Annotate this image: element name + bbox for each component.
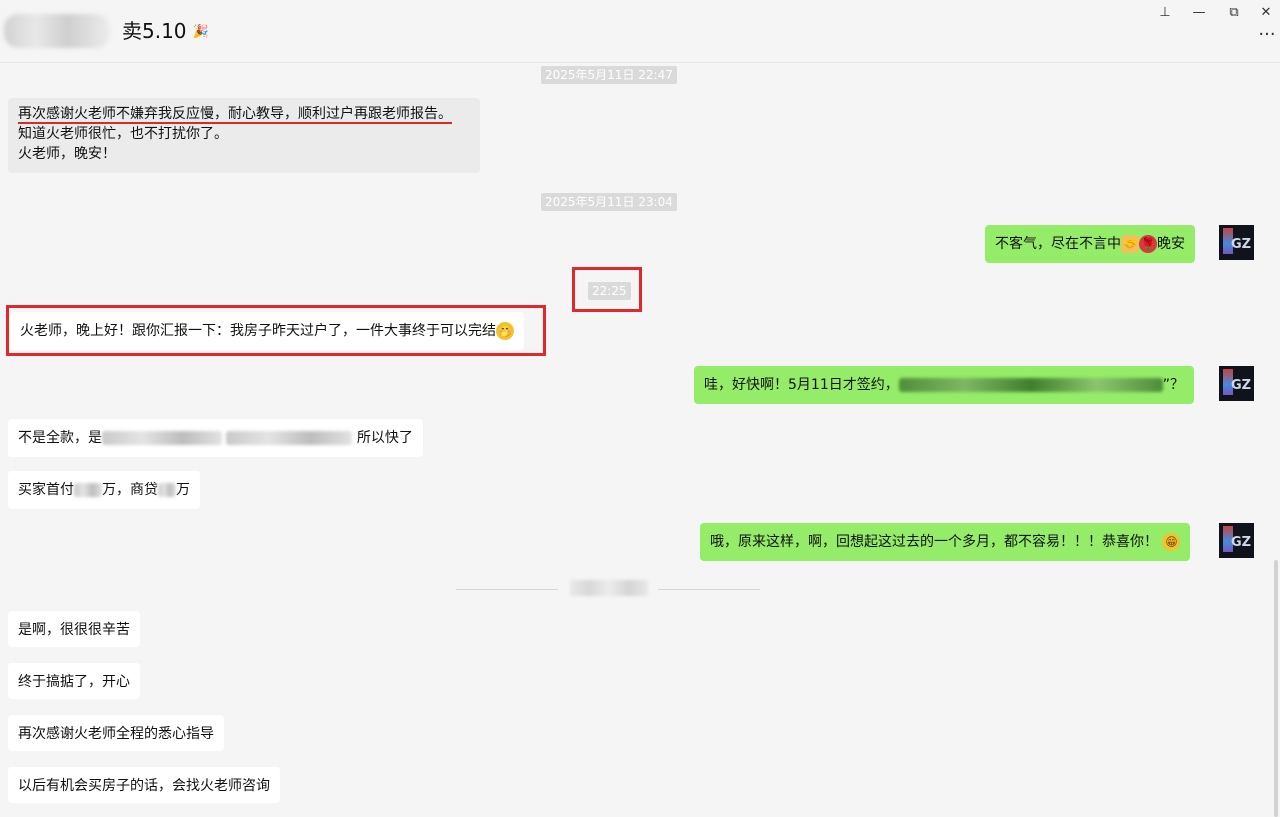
chat-title[interactable]: 卖5.10 🎉: [122, 18, 209, 46]
avatar-art: [1223, 526, 1233, 552]
my-avatar[interactable]: GZ: [1219, 225, 1254, 260]
avatar-art: [1223, 369, 1233, 395]
message-text-tail: 所以快了: [356, 430, 413, 446]
close-button[interactable]: ✕: [1260, 5, 1272, 20]
message-text: 哦，原来这样，啊，回想起这过去的一个多月，都不容易！！！恭喜你！: [710, 534, 1158, 550]
pin-icon[interactable]: ⊥: [1159, 5, 1171, 20]
message-text-tail: 晚安: [1157, 236, 1185, 252]
my-avatar[interactable]: GZ: [1219, 366, 1254, 401]
message-text: 哇，好快啊！5月11日才签约，: [704, 377, 899, 393]
tease-face-icon: 🤭: [496, 322, 514, 340]
message-text: 火老师，晚上好！跟你汇报一下：我房子昨天过户了，一件大事终于可以完结: [20, 323, 496, 339]
my-avatar[interactable]: GZ: [1219, 523, 1254, 558]
redacted-text: [102, 431, 222, 445]
incoming-message[interactable]: 终于搞掂了，开心: [8, 663, 140, 699]
message-text: 终于搞掂了，开心: [18, 674, 130, 690]
message-text: 不是全款，是: [18, 430, 102, 446]
minimize-button[interactable]: —: [1192, 5, 1206, 20]
message-text: 不客气，尽在不言中: [995, 236, 1121, 252]
highlight-box: [6, 305, 546, 356]
outgoing-message[interactable]: 不客气，尽在不言中🤝🌹晚安: [985, 225, 1195, 263]
incoming-message[interactable]: 再次感谢火老师不嫌弃我反应慢，耐心教导，顺利过户再跟老师报告。 知道火老师很忙，…: [8, 98, 480, 173]
message-text: 以后有机会买房子的话，会找火老师咨询: [18, 778, 270, 794]
incoming-message[interactable]: 不是全款，是 所以快了: [8, 419, 423, 457]
avatar-monogram: GZ: [1231, 535, 1252, 550]
redacted-text: [158, 483, 176, 497]
message-text: 万: [176, 482, 190, 498]
avatar-monogram: GZ: [1231, 378, 1252, 393]
scrollbar[interactable]: [1274, 560, 1278, 817]
divider-line: [456, 589, 558, 590]
avatar-monogram: GZ: [1231, 237, 1252, 252]
title-bar: 卖5.10 🎉 ⊥ — ⧉ ✕ ···: [0, 0, 1280, 63]
message-text: 买家首付: [18, 482, 74, 498]
restore-button[interactable]: ⧉: [1229, 5, 1239, 20]
timestamp: 2025年5月11日 23:04: [541, 193, 677, 211]
incoming-message[interactable]: 买家首付 万，商贷 万: [8, 471, 200, 509]
redacted-text: [74, 483, 102, 497]
message-line: 再次感谢火老师不嫌弃我反应慢，耐心教导，顺利过户再跟老师报告。: [18, 104, 470, 124]
highlight-box: [572, 267, 642, 312]
incoming-message[interactable]: 再次感谢火老师全程的悉心指导: [8, 715, 224, 751]
chat-title-text: 卖5.10: [122, 19, 187, 43]
message-text: 再次感谢火老师全程的悉心指导: [18, 726, 214, 742]
grin-icon: 😁: [1162, 533, 1181, 551]
divider-line: [658, 589, 760, 590]
message-text: 万，商贷: [102, 482, 158, 498]
message-line: 知道火老师很忙，也不打扰你了。: [18, 126, 228, 142]
underlined-text: 再次感谢火老师不嫌弃我反应慢，耐心教导，顺利过户再跟老师报告。: [18, 106, 452, 124]
timestamp: 22:25: [588, 282, 631, 300]
outgoing-message[interactable]: 哇，好快啊！5月11日才签约， ”？: [694, 366, 1194, 404]
contact-avatar-blurred[interactable]: [4, 14, 110, 48]
party-popper-icon: 🎉: [192, 24, 210, 40]
incoming-message[interactable]: 以后有机会买房子的话，会找火老师咨询: [8, 767, 280, 803]
message-text: 是啊，很很很辛苦: [18, 622, 130, 638]
avatar-art: [1223, 228, 1233, 254]
incoming-message[interactable]: 火老师，晚上好！跟你汇报一下：我房子昨天过户了，一件大事终于可以完结🤭: [10, 312, 524, 350]
redacted-text: [226, 431, 353, 445]
redacted-divider-text: [570, 580, 648, 596]
rose-icon: 🌹: [1139, 235, 1157, 253]
message-line: 火老师，晚安！: [18, 146, 116, 162]
timestamp: 2025年5月11日 22:47: [541, 66, 677, 84]
incoming-message[interactable]: 是啊，很很很辛苦: [8, 611, 140, 647]
message-text-tail: ”？: [1162, 377, 1184, 393]
more-options-icon[interactable]: ···: [1258, 24, 1276, 45]
outgoing-message[interactable]: 哦，原来这样，啊，回想起这过去的一个多月，都不容易！！！恭喜你！ 😁: [700, 523, 1191, 561]
redacted-text: [898, 378, 1163, 392]
handshake-icon: 🤝: [1121, 235, 1139, 253]
